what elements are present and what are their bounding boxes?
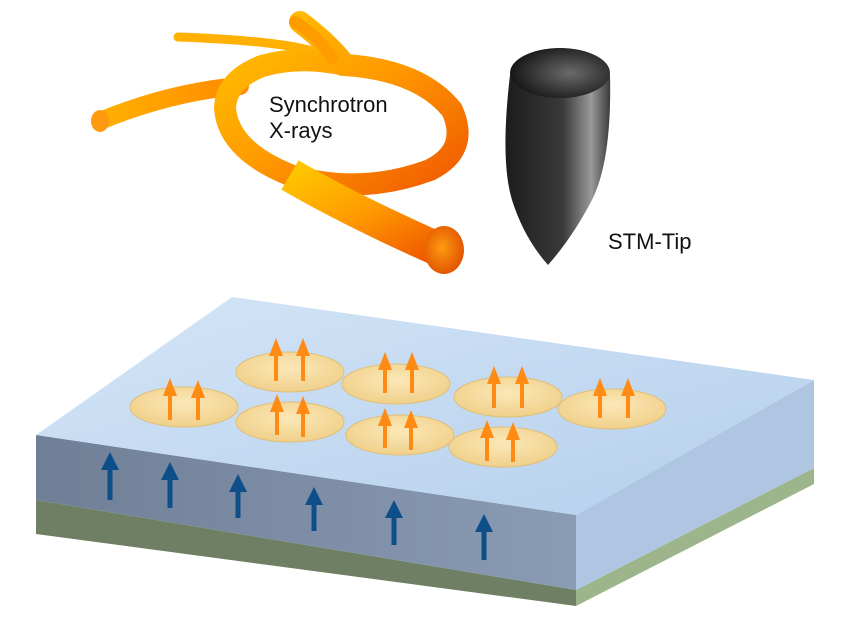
island (235, 338, 345, 393)
substrate-spin-arrow (229, 474, 247, 518)
synchrotron-label: Synchrotron X-rays (269, 92, 388, 144)
synchrotron-label-line1: Synchrotron (269, 92, 388, 117)
island (129, 378, 239, 428)
stm-tip-label: STM-Tip (608, 229, 692, 254)
island (345, 408, 455, 456)
magnetic-islands (129, 338, 667, 468)
synchrotron-beam-icon (91, 11, 469, 274)
substrate-spin-arrow (385, 500, 403, 545)
island (235, 394, 345, 443)
island (341, 352, 451, 405)
substrate-spin-arrow (475, 514, 493, 560)
substrate-spin-arrow (101, 452, 119, 500)
base-layer (36, 468, 814, 606)
island (453, 366, 563, 418)
island (557, 378, 667, 430)
stm-tip-icon (505, 48, 611, 265)
synchrotron-label-line2: X-rays (269, 118, 333, 143)
substrate-spin-arrow (305, 487, 323, 531)
substrate-spin-arrow (161, 462, 179, 508)
island (448, 420, 558, 468)
substrate-spins (101, 452, 493, 560)
